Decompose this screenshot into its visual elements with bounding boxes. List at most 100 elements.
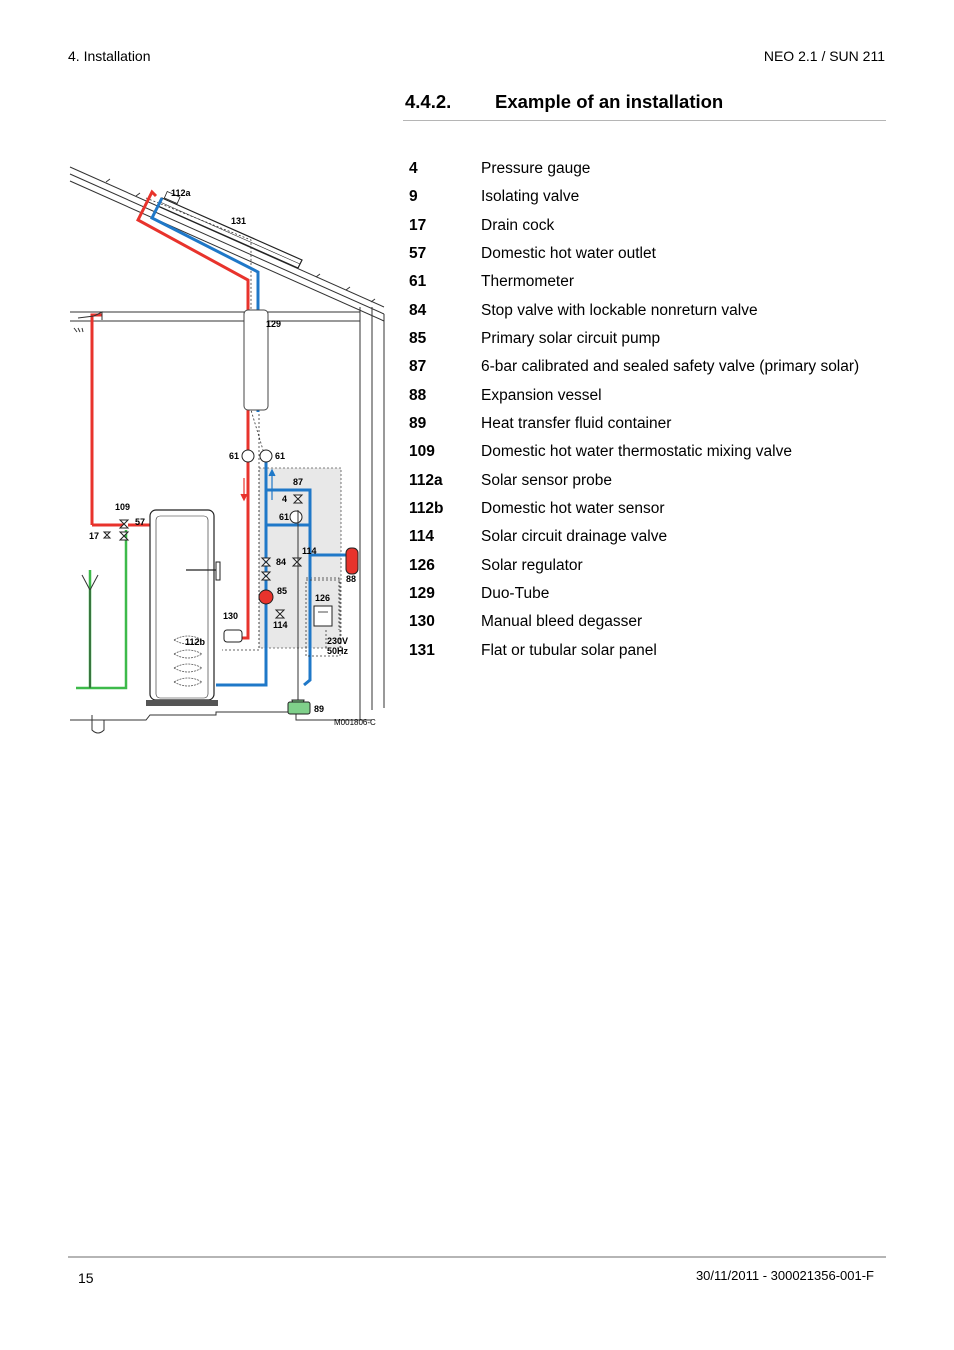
- legend-label: Expansion vessel: [481, 386, 602, 404]
- label-130: 130: [223, 611, 238, 621]
- label-17: 17: [89, 531, 99, 541]
- legend-label: 6-bar calibrated and sealed safety valve…: [481, 358, 860, 376]
- legend-label: Manual bleed degasser: [481, 613, 643, 631]
- legend-row: 130 Manual bleed degasser: [409, 613, 886, 641]
- legend-code: 85: [409, 329, 427, 347]
- legend-row: 57 Domestic hot water outlet: [409, 245, 886, 273]
- legend-label: Solar regulator: [481, 556, 583, 574]
- legend-code: 131: [409, 641, 435, 659]
- legend-code: 61: [409, 273, 427, 291]
- thermometers: [241, 449, 303, 524]
- label-109: 109: [115, 502, 130, 512]
- roof: [69, 166, 385, 322]
- legend-label: Stop valve with lockable nonreturn valve: [481, 301, 758, 319]
- legend-row: 88 Expansion vessel: [409, 387, 886, 415]
- label-114-bottom: 114: [273, 620, 288, 630]
- legend-label: Primary solar circuit pump: [481, 329, 661, 347]
- legend-row: 84 Stop valve with lockable nonreturn val…: [409, 302, 886, 330]
- label-88: 88: [346, 574, 356, 584]
- header-section: 4. Installation: [68, 48, 151, 64]
- valves: [102, 494, 304, 619]
- label-61-box: 61: [279, 512, 289, 522]
- legend-label: Solar sensor probe: [481, 471, 612, 489]
- label-112a: 112a: [171, 188, 192, 198]
- label-126: 126: [315, 593, 330, 603]
- label-50hz: 50Hz: [327, 646, 349, 656]
- legend-row: 131 Flat or tubular solar panel: [409, 642, 886, 670]
- legend-code: 9: [409, 188, 418, 206]
- mains-pipes: [76, 530, 128, 690]
- legend-row: 112b Domestic hot water sensor: [409, 500, 886, 528]
- legend-code: 126: [409, 556, 435, 574]
- legend-row: 85 Primary solar circuit pump: [409, 330, 886, 358]
- legend-row: 61 Thermometer: [409, 273, 886, 301]
- legend-code: 87: [409, 358, 427, 376]
- house-walls: [70, 307, 385, 721]
- diagram-reference: M001806-C: [334, 718, 376, 727]
- legend-label: Drain cock: [481, 216, 555, 234]
- solar-regulator: [313, 605, 333, 627]
- legend-code: 57: [409, 244, 427, 262]
- legend-code: 4: [409, 160, 418, 177]
- label-89: 89: [314, 704, 324, 714]
- duo-tube: [243, 309, 269, 411]
- label-87: 87: [293, 477, 303, 487]
- flow-arrows: [240, 468, 276, 502]
- label-230v: 230V: [327, 636, 348, 646]
- legend-code: 129: [409, 584, 435, 602]
- legend-code: 130: [409, 613, 435, 631]
- installation-diagram: 112a 131 129 61 61 87 4 61 109 57 17 84 …: [69, 166, 385, 734]
- legend-code: 17: [409, 216, 427, 234]
- section-number: 4.4.2.: [405, 91, 452, 112]
- header-product: NEO 2.1 / SUN 211: [763, 48, 885, 64]
- legend-label: Domestic hot water sensor: [481, 499, 665, 517]
- legend-label: Flat or tubular solar panel: [481, 641, 657, 659]
- page-number: 15: [78, 1270, 94, 1286]
- legend-code: 112b: [409, 499, 444, 517]
- legend-code: 112a: [409, 471, 443, 489]
- legend-label: Domestic hot water outlet: [481, 244, 656, 262]
- pump: [258, 589, 274, 605]
- label-84: 84: [276, 557, 286, 567]
- shower-and-drain: [73, 311, 105, 734]
- label-57: 57: [135, 517, 145, 527]
- legend-code: 109: [409, 443, 435, 461]
- legend-label: Solar circuit drainage valve: [481, 528, 668, 546]
- legend-row: 129 Duo-Tube: [409, 585, 886, 613]
- legend-row: 17 Drain cock: [409, 217, 886, 245]
- label-131: 131: [231, 216, 246, 226]
- legend-row: 109 Domestic hot water thermostatic mixin…: [409, 443, 886, 471]
- label-85: 85: [277, 586, 287, 596]
- legend-row: 9 Isolating valve: [409, 188, 886, 216]
- solar-panel: [157, 190, 303, 269]
- document-reference: 30/11/2011 - 300021356-001-F: [695, 1268, 874, 1283]
- legend-label: Heat transfer fluid container: [481, 414, 672, 432]
- expansion-vessel: [345, 547, 359, 575]
- bleed-degasser: [223, 629, 243, 643]
- legend-label: Duo-Tube: [481, 584, 550, 602]
- legend-label: Isolating valve: [481, 188, 580, 206]
- legend-code: 84: [409, 301, 427, 319]
- legend-row: 112a Solar sensor probe: [409, 472, 886, 500]
- label-129: 129: [266, 319, 281, 329]
- legend-label: Thermometer: [481, 273, 575, 291]
- legend-label: Domestic hot water thermostatic mixing v…: [481, 443, 792, 461]
- dhw-tank: [146, 509, 221, 706]
- label-4: 4: [282, 494, 287, 504]
- control-wiring: [145, 197, 340, 651]
- legend-row: 126 Solar regulator: [409, 557, 886, 585]
- section-divider: [403, 120, 886, 121]
- footer-divider: [68, 1256, 886, 1258]
- legend-row: 87 6-bar calibrated and sealed safety val…: [409, 358, 886, 386]
- label-112b: 112b: [185, 637, 206, 647]
- section-heading: 4.4.2.Example of an installation: [405, 91, 886, 113]
- label-61-right: 61: [275, 451, 285, 461]
- legend-code: 88: [409, 386, 427, 404]
- label-61-left: 61: [229, 451, 239, 461]
- legend-code: 89: [409, 414, 427, 432]
- label-114-top: 114: [302, 546, 317, 556]
- sensor-probe-112a: [163, 190, 181, 205]
